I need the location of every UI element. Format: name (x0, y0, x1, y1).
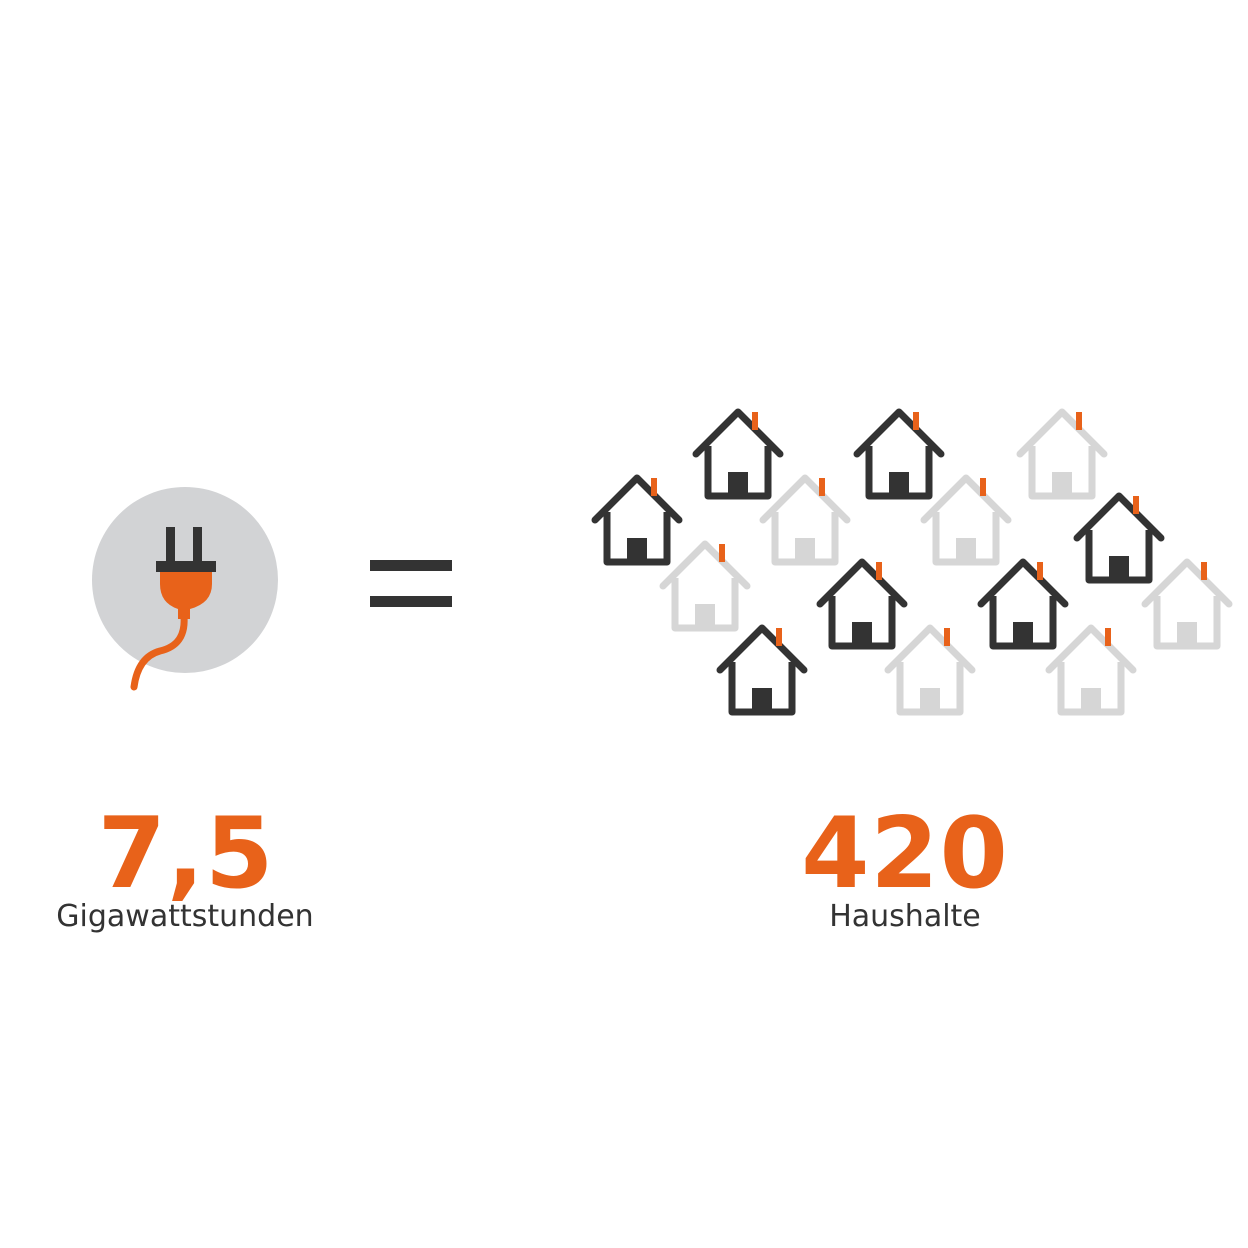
households-value: 420 (801, 797, 1009, 911)
house-icon (696, 412, 780, 496)
house-icon (888, 628, 972, 712)
energy-value: 7,5 (97, 797, 275, 911)
equals-sign-icon (370, 560, 454, 608)
house-icon (663, 544, 747, 628)
house-icon (763, 478, 847, 562)
house-icon (1145, 562, 1229, 646)
house-icon (820, 562, 904, 646)
house-icon (595, 478, 679, 562)
power-plug-icon (90, 485, 290, 695)
house-icon (720, 628, 804, 712)
house-icon (981, 562, 1065, 646)
energy-unit-label: Gigawattstunden (56, 899, 314, 934)
households-label: Haushalte (829, 899, 981, 934)
house-icon (1020, 412, 1104, 496)
house-icon (924, 478, 1008, 562)
house-icon (857, 412, 941, 496)
house-icon (1049, 628, 1133, 712)
house-icon (1077, 496, 1161, 580)
